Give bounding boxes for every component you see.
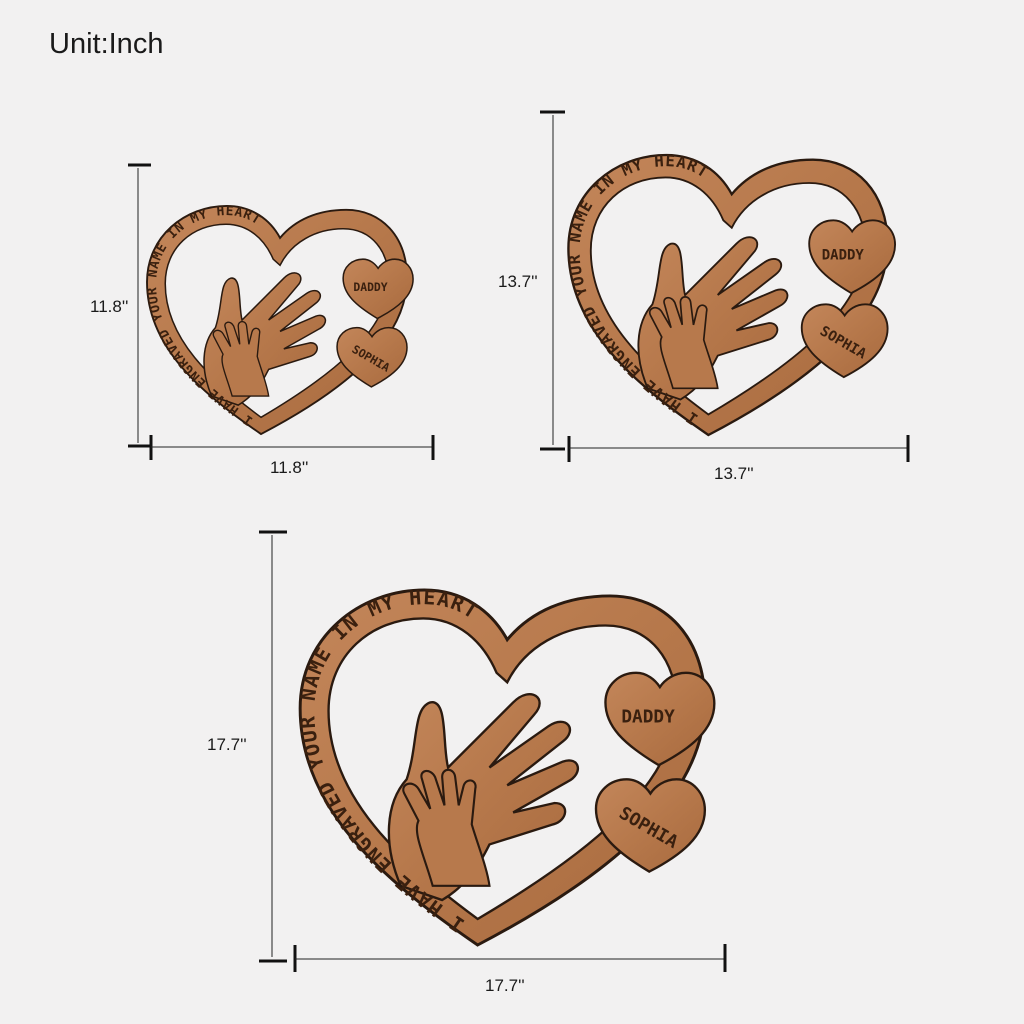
size-small-panel: DADDY SOPHIA 11.8'' 11.8'' [90, 160, 445, 480]
small-width-label: 11.8'' [270, 458, 309, 477]
small-plaque: DADDY SOPHIA [144, 203, 415, 435]
name-daddy: DADDY [621, 708, 675, 728]
large-dimension-lines [259, 530, 727, 972]
medium-width-label: 13.7'' [714, 464, 754, 483]
large-plaque: DADDY SOPHIA [293, 583, 716, 947]
medium-plaque: DADDY SOPHIA [563, 149, 897, 437]
large-width-label: 17.7'' [485, 976, 525, 995]
large-height-label: 17.7'' [207, 735, 247, 754]
small-dimension-lines [128, 163, 435, 460]
medium-dimension-lines [540, 110, 910, 462]
unit-label: Unit:Inch [49, 28, 164, 60]
name-daddy: DADDY [353, 280, 387, 294]
medium-height-label: 13.7'' [498, 272, 538, 291]
size-medium-panel: DADDY SOPHIA 13.7'' 13.7'' [498, 110, 920, 483]
size-large-panel: DADDY SOPHIA 17.7'' 17.7'' [207, 530, 735, 1000]
name-daddy: DADDY [822, 248, 865, 264]
small-height-label: 11.8'' [90, 297, 129, 316]
